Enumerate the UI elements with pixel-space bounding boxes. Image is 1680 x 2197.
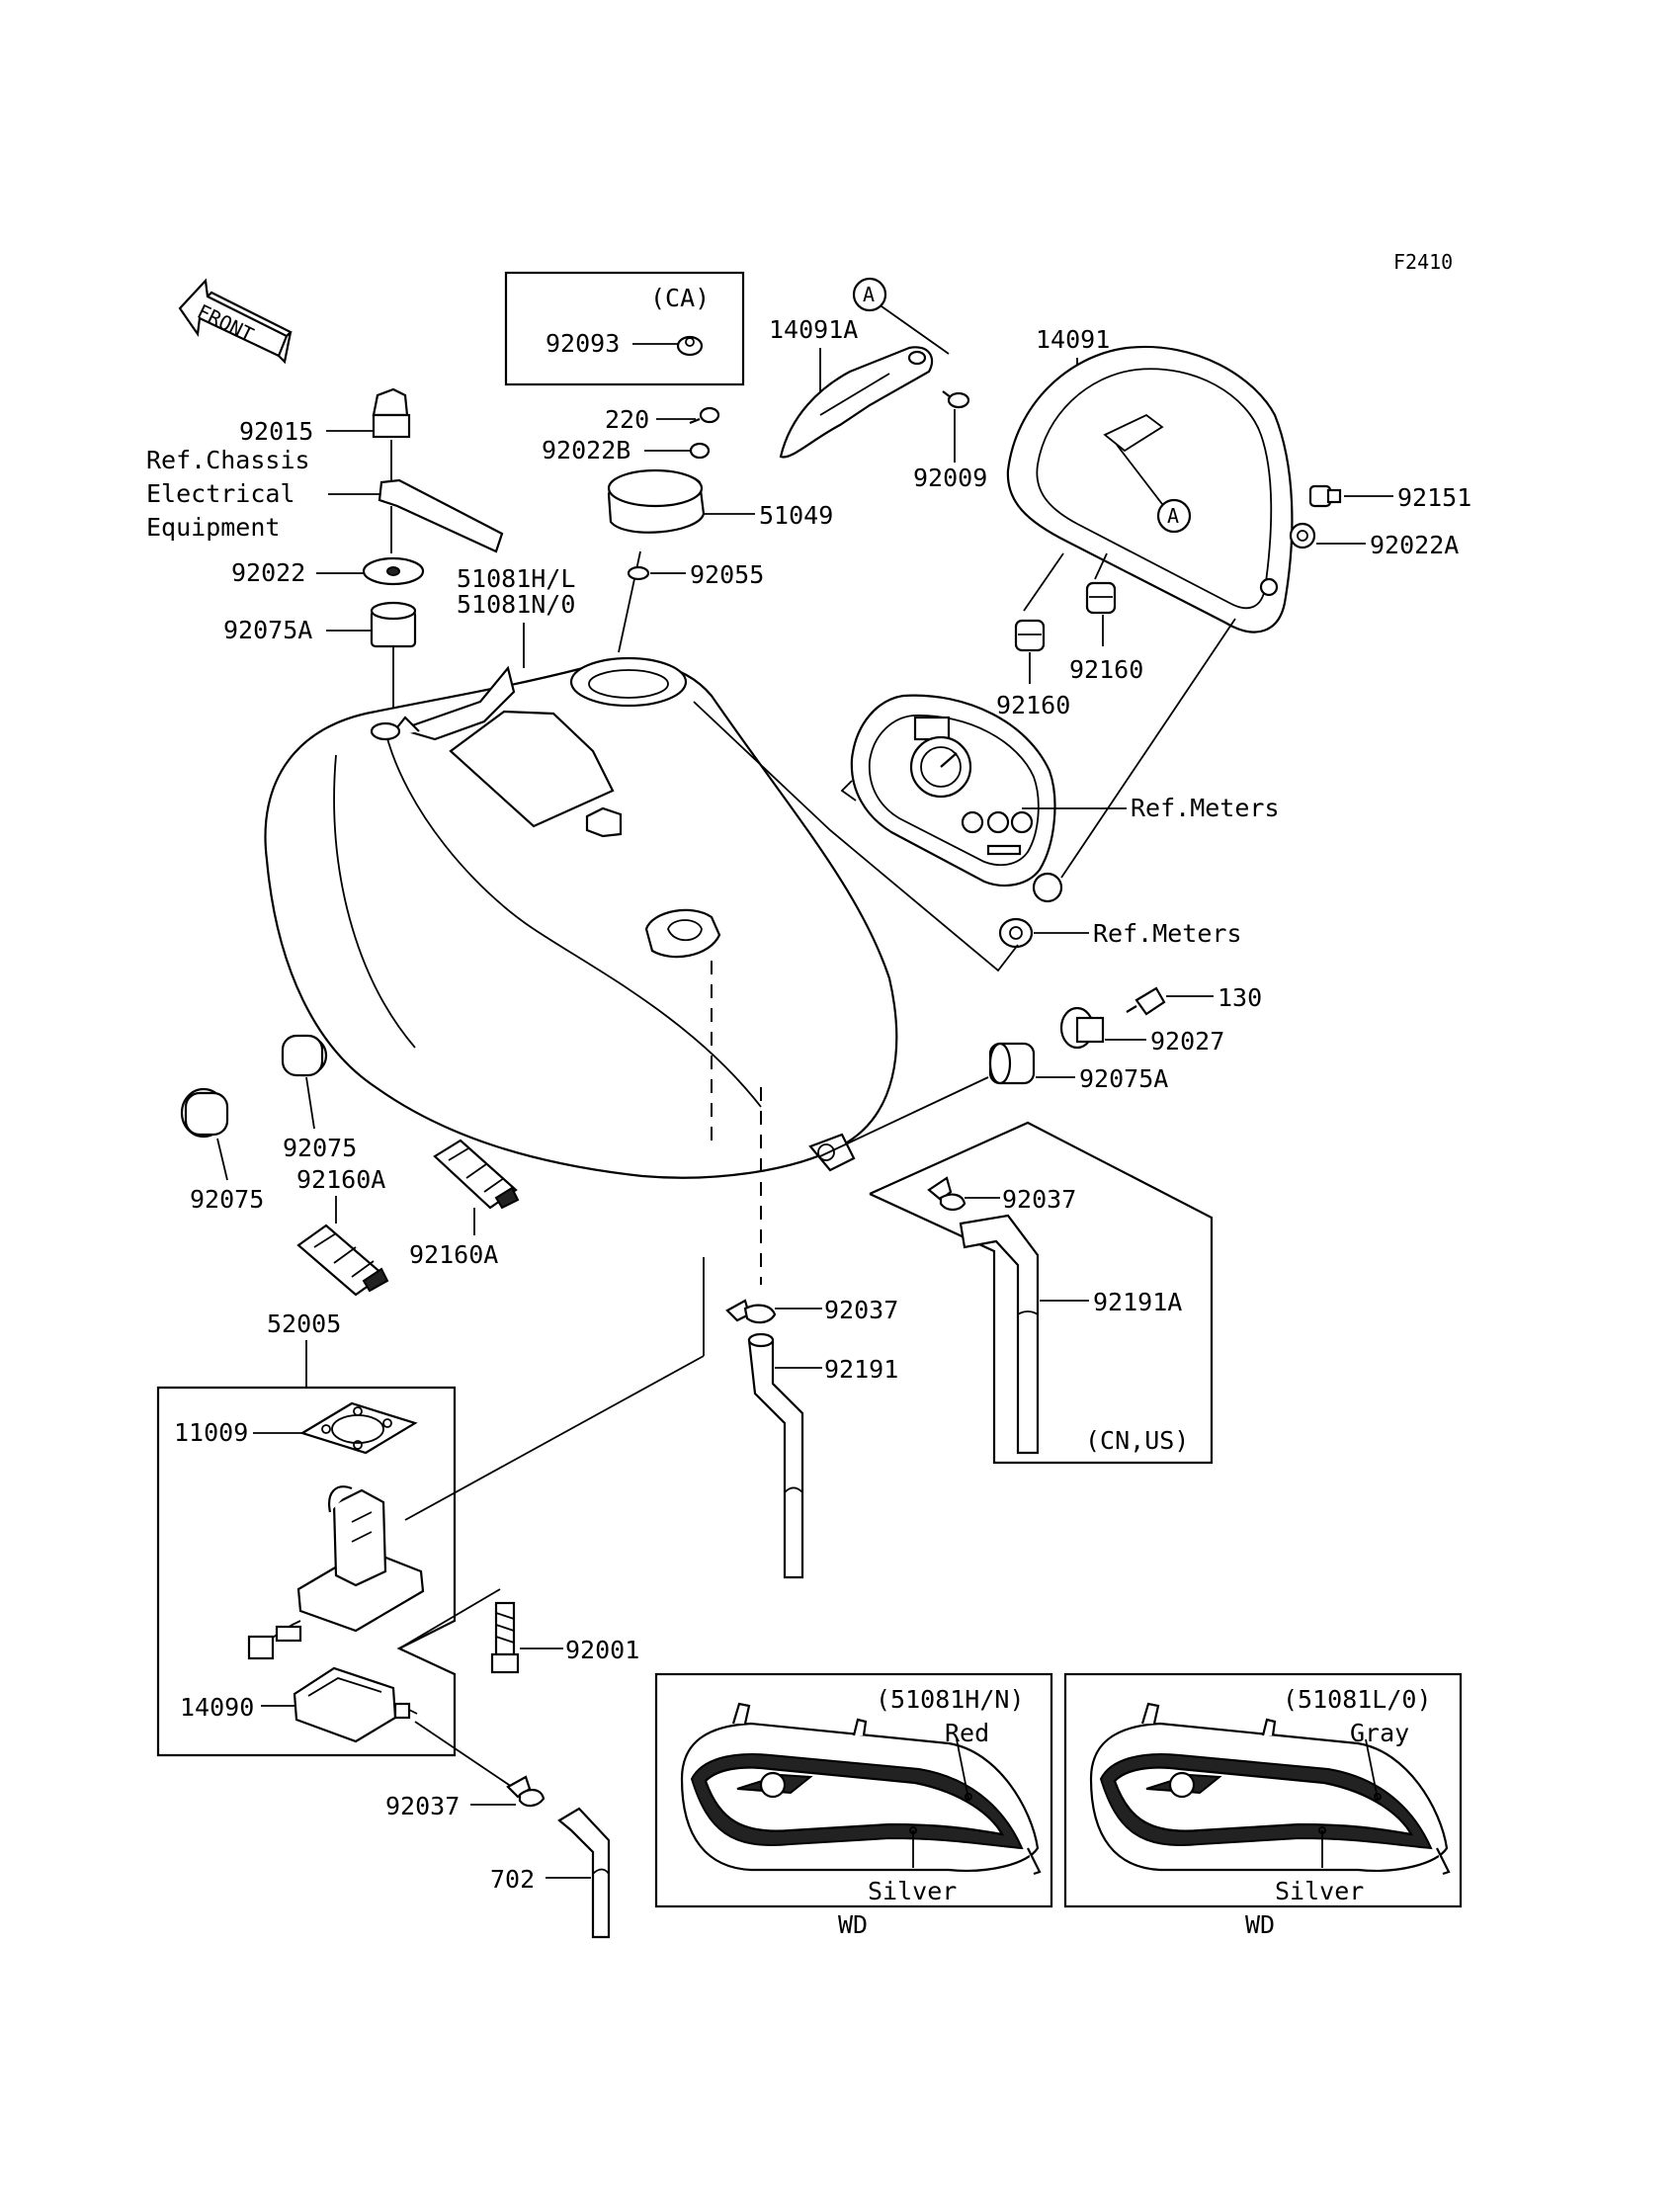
- hose-92191: [747, 1332, 804, 1579]
- clamp-92037-c: [506, 1775, 546, 1808]
- tank-red-wd: WD: [838, 1910, 868, 1939]
- collar-92027: [1059, 1006, 1105, 1050]
- damper-92075-b: [180, 1087, 229, 1139]
- cap-nut-92015: [372, 387, 411, 439]
- screw-92009: [942, 390, 970, 409]
- washer-92022B: [689, 442, 711, 460]
- bracket-strap: [378, 478, 504, 553]
- label-92160A-b: 92160A: [409, 1240, 498, 1269]
- callout-a-housing-text: A: [1167, 504, 1179, 528]
- fuel-cap-51049: [607, 468, 706, 534]
- callout-a-top: [852, 277, 887, 312]
- label-14091: 14091: [1036, 325, 1110, 354]
- pump-base-14090: [293, 1666, 418, 1743]
- tank-gray-silver: Silver: [1275, 1877, 1364, 1905]
- pump-box: [156, 1386, 457, 1757]
- tank-red-label: (51081H/N): [876, 1685, 1025, 1714]
- label-51049: 51049: [759, 501, 833, 530]
- clip-92160A-b: [433, 1139, 520, 1210]
- ca-box: [504, 271, 745, 386]
- ref-chassis-2: Electrical: [146, 479, 295, 508]
- label-14091A: 14091A: [769, 315, 858, 344]
- bolt-92151: [1308, 484, 1342, 508]
- gasket-11009: [299, 1401, 418, 1455]
- label-92037-c: 92037: [385, 1792, 460, 1820]
- label-92160A-a: 92160A: [296, 1165, 385, 1194]
- callout-a-top-text: A: [863, 283, 875, 306]
- label-92037-b: 92037: [824, 1296, 898, 1324]
- label-702: 702: [490, 1865, 535, 1894]
- label-92075-b: 92075: [190, 1185, 264, 1214]
- tank-gray-color: Gray: [1350, 1719, 1409, 1747]
- grommet-92160-b: [1085, 581, 1117, 615]
- label-92055: 92055: [690, 560, 764, 589]
- meter-grommet: [998, 917, 1034, 949]
- washer-92022A: [1289, 522, 1316, 549]
- o-ring-92055: [627, 565, 650, 581]
- label-92022B: 92022B: [542, 436, 630, 465]
- tank-red-box: [654, 1672, 1053, 1908]
- label-14090: 14090: [180, 1693, 254, 1722]
- label-11009: 11009: [174, 1418, 248, 1447]
- figure-code: F2410: [1393, 250, 1453, 274]
- hose-702: [557, 1807, 611, 1939]
- bolt-92001: [490, 1601, 520, 1674]
- ref-meters-2: Ref.Meters: [1093, 919, 1242, 948]
- tank-red-color: Red: [945, 1719, 989, 1747]
- hose-92191A: [959, 1214, 1040, 1455]
- cn-us-label: (CN,US): [1085, 1426, 1189, 1455]
- ref-chassis-3: Equipment: [146, 513, 280, 542]
- label-92075A-top: 92075A: [223, 616, 312, 644]
- label-92022: 92022: [231, 558, 305, 587]
- tank-red-illustration: [680, 1702, 1042, 1876]
- tank-red-silver: Silver: [868, 1877, 957, 1905]
- label-92037-a: 92037: [1002, 1185, 1076, 1214]
- screw-220: [689, 406, 720, 425]
- label-92075-a: 92075: [283, 1134, 357, 1162]
- ref-meters-1: Ref.Meters: [1131, 794, 1280, 822]
- clamp-92037-b: [725, 1299, 777, 1324]
- front-arrow-icon: FRONT: [178, 278, 293, 365]
- tank-gray-box: [1063, 1672, 1463, 1908]
- meter-assembly: [840, 694, 1063, 903]
- label-92160-b: 92160: [1069, 655, 1143, 684]
- label-92022A: 92022A: [1370, 531, 1459, 559]
- tank-gray-label: (51081L/0): [1283, 1685, 1432, 1714]
- label-92009: 92009: [913, 464, 987, 492]
- cn-us-box: [869, 1121, 1214, 1465]
- cover-14091A: [779, 346, 934, 459]
- label-92015: 92015: [239, 417, 313, 446]
- bolt-130: [1126, 986, 1166, 1016]
- label-220: 220: [605, 405, 649, 434]
- label-52005: 52005: [267, 1310, 341, 1338]
- label-51081NO: 51081N/0: [457, 590, 575, 619]
- label-92191A: 92191A: [1093, 1288, 1182, 1316]
- label-92027: 92027: [1150, 1027, 1224, 1056]
- grommet-92160-a: [1014, 619, 1046, 652]
- clip-92160A-a: [296, 1224, 389, 1297]
- label-92191: 92191: [824, 1355, 898, 1384]
- ca-label: (CA): [650, 284, 710, 312]
- label-92001: 92001: [565, 1636, 639, 1664]
- ref-chassis-1: Ref.Chassis: [146, 446, 310, 474]
- label-130: 130: [1218, 983, 1262, 1012]
- fuel-pump: [247, 1485, 425, 1660]
- tank-gray-wd: WD: [1245, 1910, 1275, 1939]
- fuel-tank: [264, 656, 898, 1179]
- label-51081HL: 51081H/L: [457, 564, 575, 593]
- label-92160-a: 92160: [996, 691, 1070, 719]
- clamp-92037-a: [927, 1176, 966, 1212]
- damper-92075-a: [281, 1034, 328, 1077]
- tank-gray-illustration: [1089, 1702, 1451, 1876]
- callout-a-housing: [1156, 498, 1192, 534]
- label-92093: 92093: [546, 329, 620, 358]
- label-92151: 92151: [1397, 483, 1471, 512]
- damper-92075A-right: [988, 1042, 1036, 1085]
- label-92075A-right: 92075A: [1079, 1064, 1168, 1093]
- damper-92075A-top: [370, 601, 417, 648]
